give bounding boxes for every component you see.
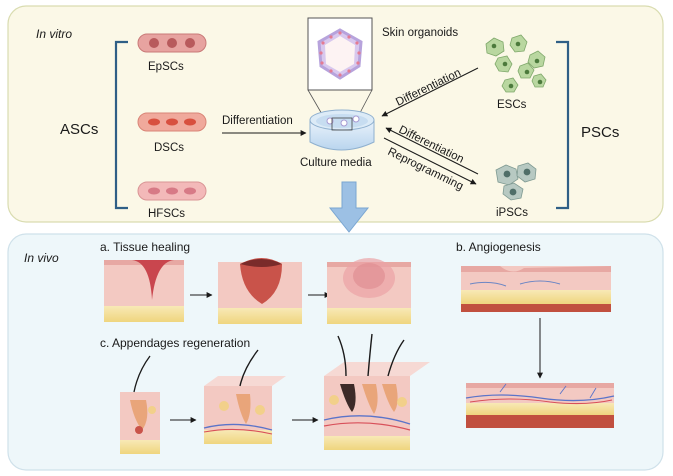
asc-bracket [114,40,128,210]
skin-organoid-icon [307,17,373,129]
in-vitro-title: In vitro [36,27,72,41]
dsc-label: DSCs [154,142,184,154]
psc-group-label: PSCs [581,124,619,141]
culture-media-label: Culture media [300,157,372,169]
hfsc-label: HFSCs [148,208,185,220]
culture-dish-icon [309,109,375,151]
appendage-stage-2-icon [203,349,286,444]
epsc-cells-icon [137,33,207,53]
in-vivo-title: In vivo [24,251,59,265]
tissue-healing-label: a. Tissue healing [100,240,190,254]
angiogenesis-after-icon [465,383,615,428]
angiogenesis-label: b. Angiogenesis [456,240,541,254]
wound-stage-3-icon [327,258,411,324]
appendage-stage-1-icon [120,355,160,454]
esc-differentiation-arrow [381,67,479,117]
reprogramming-arrow [383,137,477,185]
down-arrow-icon [328,181,370,233]
ipsc-differentiation-arrow [385,127,479,175]
appendage-stage-3-icon [323,333,430,450]
wound-stage-2-icon [218,258,302,324]
in-vivo-panel: In vivo a. Tissue healing b. Angiogenesi… [7,233,664,471]
wound-stage-1-icon [104,260,184,322]
asc-group-label: ASCs [60,121,98,138]
psc-bracket [556,40,570,210]
dsc-cells-icon [137,112,207,132]
in-vitro-panel: In vitro ASCs EpSCs DSCs HFSCs [7,5,664,223]
appendages-regeneration-label: c. Appendages regeneration [100,336,250,350]
epsc-label: EpSCs [148,61,184,73]
esc-label: ESCs [497,99,527,111]
ipsc-cells-icon [495,162,537,201]
ipsc-label: iPSCs [496,207,528,219]
angiogenesis-before-icon [461,266,611,312]
asc-differentiation-label: Differentiation [222,115,293,127]
hfsc-cells-icon [137,181,207,201]
esc-cells-icon [485,34,547,93]
skin-organoids-label: Skin organoids [382,27,458,39]
